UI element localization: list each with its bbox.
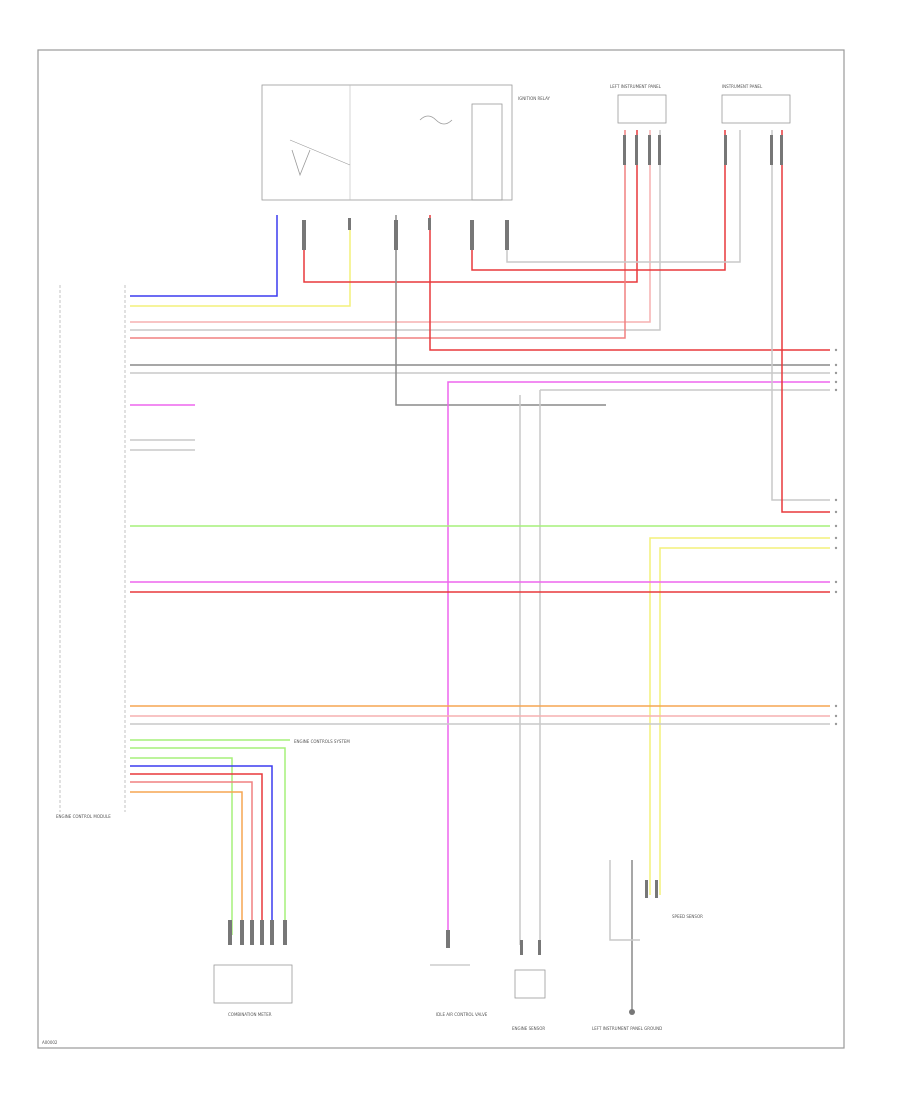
wire-gray-11 <box>771 130 830 501</box>
wire-magenta-1 <box>447 381 830 935</box>
wire-orange-2 <box>130 791 243 935</box>
wire-yellow <box>130 230 351 307</box>
ground-label: LEFT INSTRUMENT PANEL GROUND <box>592 1026 662 1031</box>
wire-gray-5 <box>395 215 606 406</box>
engine-controls-note: ENGINE CONTROLS SYSTEM <box>294 739 350 744</box>
right-edge-terminals <box>834 348 838 726</box>
wire-red-6 <box>130 773 263 935</box>
wires <box>130 130 830 1010</box>
speed-sensor-label: SPEED SENSOR <box>672 914 703 919</box>
diagram-frame <box>37 49 845 1049</box>
combination-meter: COMBINATION METER <box>213 964 293 1017</box>
left-instrument-connector: LEFT INSTRUMENT PANEL <box>610 84 667 124</box>
wire-yellow-3 <box>659 547 830 895</box>
ecm-label: ENGINE CONTROL MODULE <box>56 814 111 819</box>
engine-sensor-label: ENGINE SENSOR <box>512 1026 545 1031</box>
ignition-relay-label: IGNITION RELAY <box>518 96 551 101</box>
page-id: A00002 <box>42 1040 58 1045</box>
wire-red-3 <box>429 215 830 351</box>
wire-pink-1 <box>130 130 651 323</box>
wire-blue <box>130 215 278 297</box>
wire-yellow-2 <box>649 537 830 895</box>
wire-gray-1 <box>130 130 661 331</box>
left-connector-label: LEFT INSTRUMENT PANEL <box>610 84 662 89</box>
idle-air-label: IDLE AIR CONTROL VALVE <box>436 1012 488 1017</box>
right-connector-label: INSTRUMENT PANEL <box>722 84 763 89</box>
ground-symbol: LEFT INSTRUMENT PANEL GROUND <box>592 1009 662 1031</box>
wire-pink-2 <box>130 130 626 339</box>
wire-green-3 <box>130 747 286 935</box>
relay-block: IGNITION RELAY <box>261 84 551 201</box>
wire-green-4 <box>130 757 233 935</box>
right-instrument-connector: INSTRUMENT PANEL <box>721 84 791 124</box>
ecm-region: ENGINE CONTROL MODULE <box>56 285 126 819</box>
connector-stubs <box>228 135 783 955</box>
wire-pink-4 <box>130 781 253 935</box>
wire-red-4 <box>781 130 830 513</box>
combination-meter-label: COMBINATION METER <box>228 1012 272 1017</box>
wire-gray-13 <box>609 860 640 941</box>
idle-air-control: IDLE AIR CONTROL VALVE <box>430 964 488 1017</box>
wire-red-top <box>303 130 638 283</box>
engine-sensor: ENGINE SENSOR <box>512 969 546 1031</box>
wire-blue-2 <box>130 765 273 935</box>
